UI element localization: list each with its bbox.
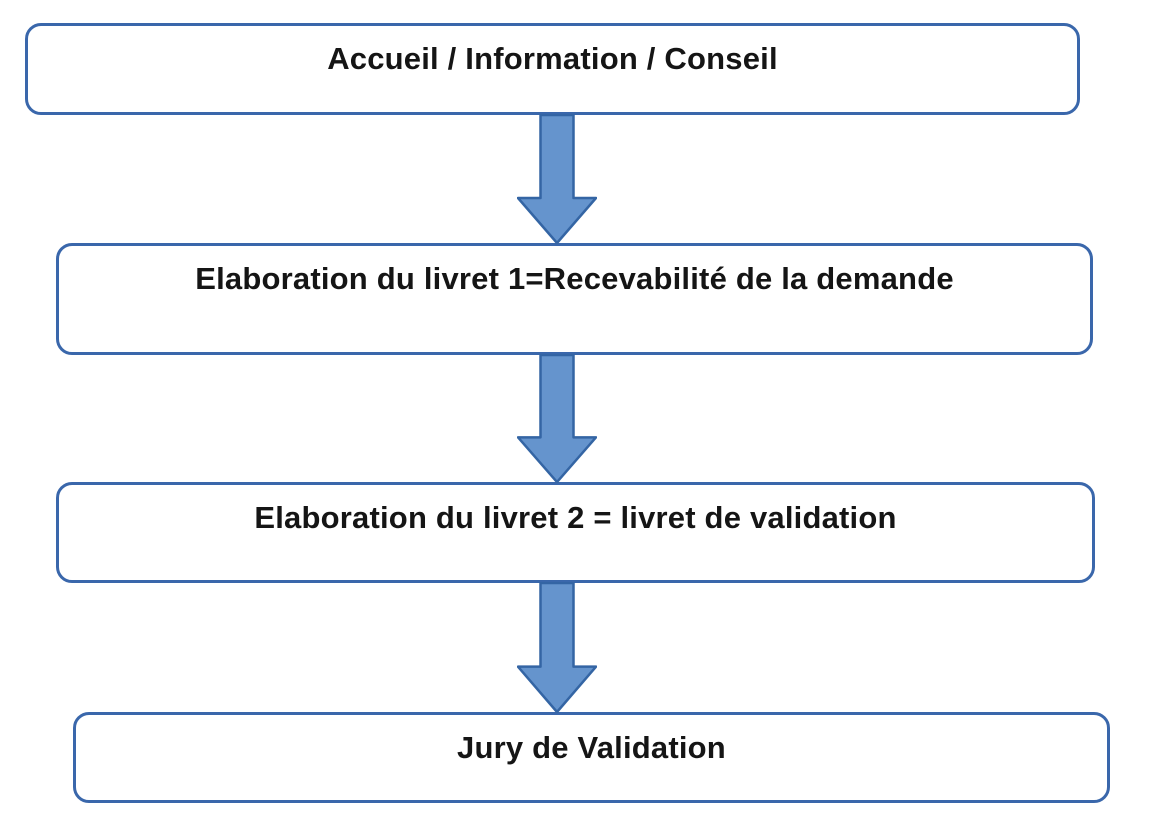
step-accueil-information-conseil: Accueil / Information / Conseil xyxy=(25,23,1080,115)
connector-livret1-to-livret2 xyxy=(517,354,597,483)
down-block-arrow-icon xyxy=(517,354,597,483)
connector-livret2-to-jury xyxy=(517,582,597,713)
step-elaboration-livret-1: Elaboration du livret 1=Recevabilité de … xyxy=(56,243,1093,355)
step-label: Jury de Validation xyxy=(457,730,726,765)
down-block-arrow-icon xyxy=(517,114,597,244)
step-label: Elaboration du livret 1=Recevabilité de … xyxy=(195,261,954,296)
step-label: Accueil / Information / Conseil xyxy=(327,41,778,76)
step-elaboration-livret-2: Elaboration du livret 2 = livret de vali… xyxy=(56,482,1095,583)
step-jury-de-validation: Jury de Validation xyxy=(73,712,1110,803)
step-label: Elaboration du livret 2 = livret de vali… xyxy=(254,500,897,535)
down-block-arrow-icon xyxy=(517,582,597,713)
connector-accueil-to-livret1 xyxy=(517,114,597,244)
